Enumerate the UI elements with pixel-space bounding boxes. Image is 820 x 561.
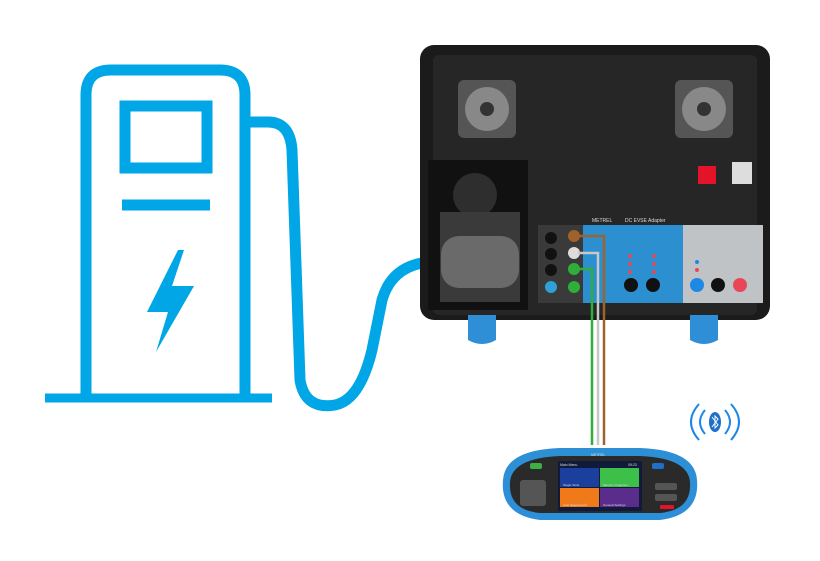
tile-label: Single Tests [563,483,580,487]
adapter-model-suffix: Adapter [648,218,666,224]
bluetooth-icon [690,403,740,441]
adapter-model: DC EVSE [625,218,648,224]
tile-memory-organizer[interactable] [600,468,639,487]
screen-title: Main Menu [560,463,577,467]
adapter-brand: METREL [592,218,613,224]
lightning-icon [147,250,194,352]
tile-auto-sequences[interactable] [560,488,599,507]
test-cables [578,234,606,445]
dc-evse-adapter: METREL DC EVSE Adapter [420,45,770,344]
tile-label: Memory Organizer [603,483,628,487]
tile-general-settings[interactable] [600,488,639,507]
tile-label: Auto Sequences® [563,503,588,507]
test-instrument: Main Menu 09:23 Single Tests Memory Orga… [502,448,698,520]
instrument-brand: METREL [591,453,605,457]
tile-label: General Settings [603,503,626,507]
screen-time: 09:23 [628,463,637,467]
tile-single-tests[interactable] [560,468,599,487]
